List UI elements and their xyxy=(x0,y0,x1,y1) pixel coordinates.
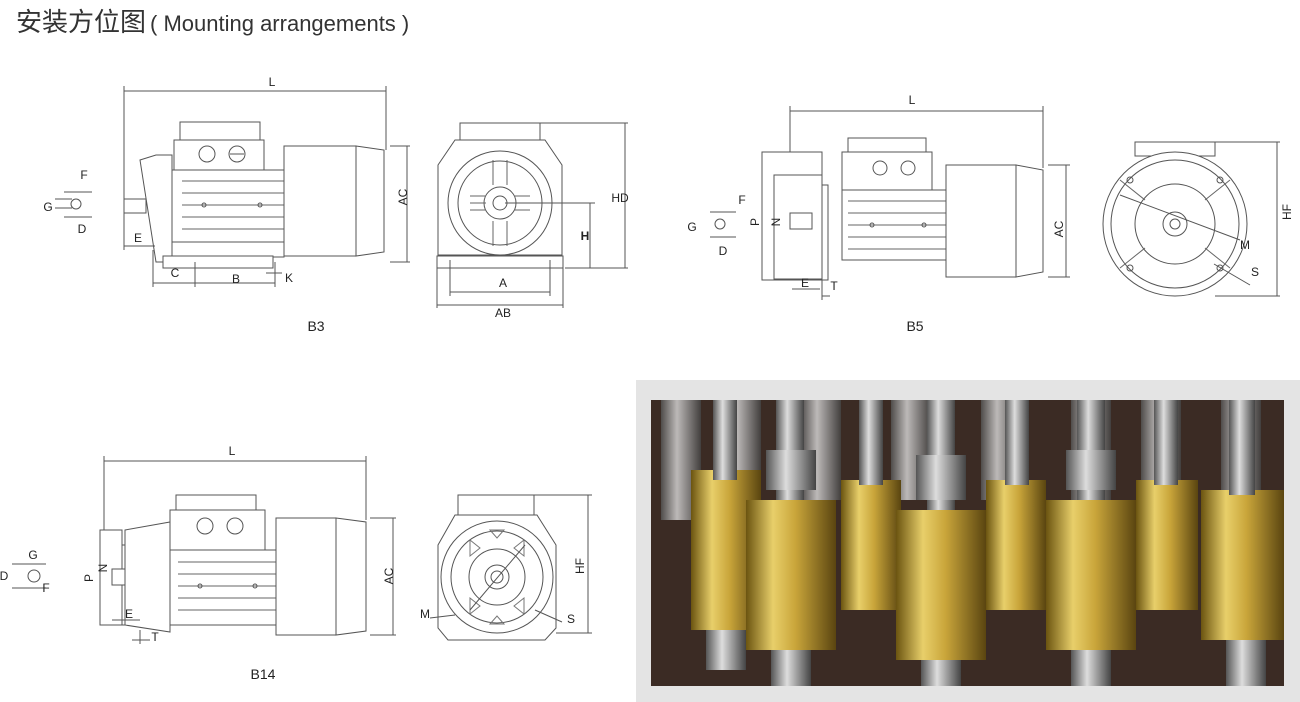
dim-AC: AC xyxy=(1052,220,1066,238)
dim-E: E xyxy=(133,231,143,245)
dim-E: E xyxy=(800,276,810,290)
b5-side-view xyxy=(710,106,1070,300)
dim-AC: AC xyxy=(396,188,410,206)
caption-b3: B3 xyxy=(307,318,325,334)
b5-front-view xyxy=(1102,141,1280,297)
dim-A: A xyxy=(498,276,508,290)
dim-F: F xyxy=(80,168,88,182)
b3-front-view xyxy=(436,122,628,308)
dim-F: F xyxy=(42,581,50,595)
dim-D: D xyxy=(0,569,9,583)
dim-N: N xyxy=(769,217,783,227)
rotors-illustration xyxy=(651,400,1284,686)
b14-side-view xyxy=(12,456,396,644)
dim-M: M xyxy=(420,607,430,621)
dim-L: L xyxy=(908,93,916,107)
dim-C: C xyxy=(170,266,180,280)
dim-T: T xyxy=(151,630,159,644)
title-cn: 安装方位图 xyxy=(16,7,147,37)
dim-S: S xyxy=(566,612,576,626)
dim-E: E xyxy=(124,607,134,621)
dim-G: G xyxy=(687,220,697,234)
page-title: 安装方位图( Mounting arrangements ) xyxy=(16,2,409,39)
rotor-front-row xyxy=(691,400,1284,686)
rotors-photo xyxy=(651,400,1284,686)
dim-P: P xyxy=(748,217,762,227)
title-en: ( Mounting arrangements ) xyxy=(150,11,410,36)
dim-M: M xyxy=(1240,238,1250,252)
dim-D: D xyxy=(77,222,87,236)
dim-N: N xyxy=(96,563,110,573)
dim-T: T xyxy=(830,279,838,293)
dim-K: K xyxy=(284,271,294,285)
dim-AB: AB xyxy=(494,306,512,320)
dim-HF: HF xyxy=(573,558,587,574)
dim-D: D xyxy=(718,244,728,258)
b14-front-view xyxy=(429,494,592,641)
dim-P: P xyxy=(82,573,96,583)
dim-HD: HD xyxy=(611,191,629,205)
caption-b14: B14 xyxy=(250,666,276,682)
dim-L: L xyxy=(268,75,276,89)
rotors-photo-frame xyxy=(636,380,1300,702)
caption-b5: B5 xyxy=(906,318,924,334)
dim-F: F xyxy=(738,193,746,207)
dim-H: H xyxy=(580,229,590,243)
dim-L: L xyxy=(228,444,236,458)
dim-S: S xyxy=(1250,265,1260,279)
dim-AC: AC xyxy=(382,567,396,585)
dim-G: G xyxy=(43,200,53,214)
dim-B: B xyxy=(231,272,241,286)
dim-G: G xyxy=(28,548,38,562)
dim-HF: HF xyxy=(1280,204,1294,220)
b3-side-view xyxy=(55,86,410,287)
